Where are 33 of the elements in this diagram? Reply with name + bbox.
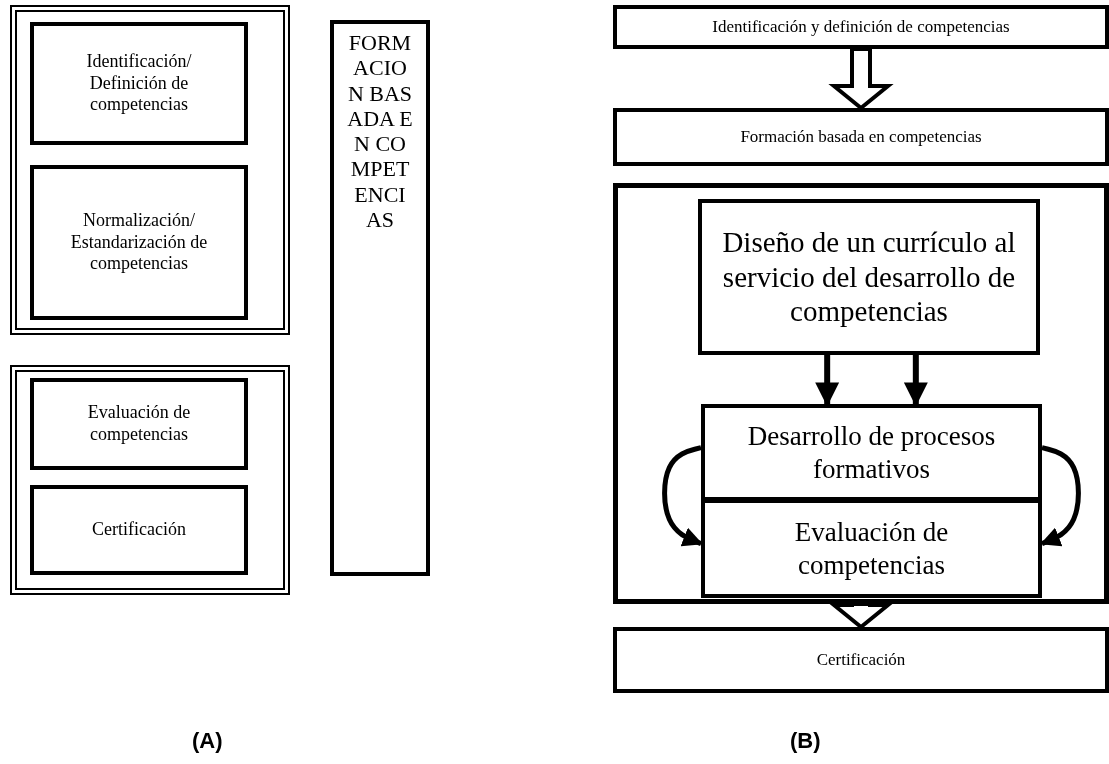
group-box xyxy=(10,5,290,335)
panel-label: (A) xyxy=(192,728,223,754)
process-box xyxy=(613,108,1109,166)
box-text: Normalización/ Estandarización de competencias xyxy=(69,210,209,275)
group-box xyxy=(10,365,290,595)
block-arrow xyxy=(828,602,894,630)
arrow xyxy=(662,445,703,547)
process-box xyxy=(30,22,248,145)
process-box xyxy=(30,485,248,575)
box-text: Evaluación de competencias xyxy=(793,516,950,581)
box-text: Certificación xyxy=(816,649,906,671)
process-box xyxy=(613,627,1109,693)
box-text: Evaluación de competencias xyxy=(86,402,192,446)
box-text: Formación basada en competencias xyxy=(740,126,982,148)
process-box xyxy=(30,378,248,470)
group-box xyxy=(613,183,1109,604)
panel-label: (B) xyxy=(790,728,821,754)
arrow xyxy=(815,355,840,407)
box-text: Diseño de un currículo al servicio del desarrollo de competencias xyxy=(721,224,1017,330)
arrow xyxy=(903,355,928,407)
box-text: Desarrollo de procesos formativos xyxy=(746,420,997,485)
process-box xyxy=(613,5,1109,49)
block-arrow xyxy=(828,47,894,111)
box-text: Certificación xyxy=(92,519,186,541)
box-text: Identificación/ Definición de competencias xyxy=(85,51,193,116)
arrow xyxy=(1040,445,1081,547)
box-text: Identificación y definición de competencias xyxy=(712,16,1010,38)
process-box xyxy=(330,20,430,576)
process-box xyxy=(701,499,1042,598)
process-box xyxy=(30,165,248,320)
process-box xyxy=(698,199,1040,355)
box-text: FORMACION BASADA EN COMPETENCIAS xyxy=(347,30,413,233)
process-box xyxy=(701,404,1042,501)
